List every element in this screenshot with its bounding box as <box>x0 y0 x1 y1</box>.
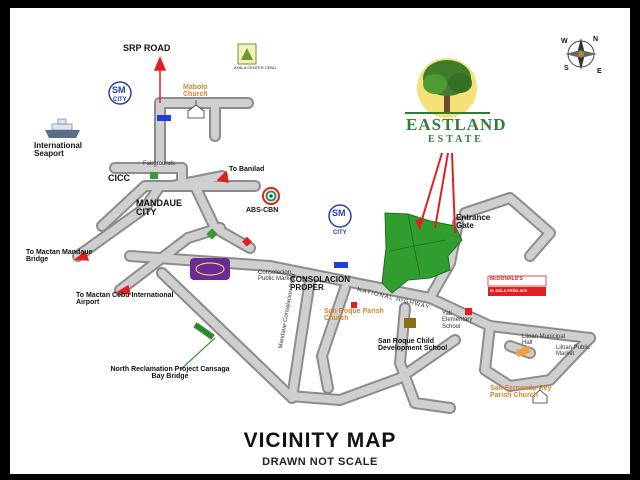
consolacion-proper-label: CONSOLACION PROPER <box>290 275 350 293</box>
road-network <box>72 97 596 414</box>
bridge-arrow <box>74 250 90 261</box>
compass-e-letter: E <box>597 68 602 75</box>
ayala-center-logo <box>237 43 257 65</box>
red-marker-abscbn[interactable] <box>242 236 252 247</box>
mabolo-church-label: Mabolo Church <box>183 84 208 99</box>
fairground-label: Fairgrounds <box>143 161 176 167</box>
sports-complex-logo <box>190 258 230 280</box>
north-reclamation-label: North Reclamation Project Cansaga Bay Br… <box>110 366 230 381</box>
green-marker-reclamation[interactable] <box>193 322 215 340</box>
church-icon <box>532 385 548 404</box>
san-roque-child-label: San Roque Child Development School <box>378 338 448 353</box>
sm-north-logo-top: SM <box>112 85 126 95</box>
vicinity-map: SRP ROAD Mabolo Church International Sea… <box>10 8 630 474</box>
mcdonalds-sign-bottom: M. DELA PEÑA AVE <box>490 288 528 293</box>
liloan-public-market-label: Liloan Public Market <box>556 345 591 358</box>
international-seaport-label: International Seaport <box>34 141 83 159</box>
eastland-brand-tagline: ESTATE <box>428 134 484 145</box>
map-title: VICINITY MAP <box>243 429 397 452</box>
olive-marker-san-roque-child[interactable] <box>404 318 416 328</box>
sm-north-logo-bottom: CITY <box>113 97 127 103</box>
green-marker-mandaue[interactable] <box>206 228 218 240</box>
to-mactan-mandaue-bridge-label: To Mactan Mandaue Bridge <box>26 249 93 264</box>
eastland-brand-name: EASTLAND <box>406 115 507 134</box>
ayala-logo-text: AYALA CENTER CEBU <box>234 65 276 70</box>
blue-marker-sm-consolacion[interactable] <box>334 262 348 268</box>
srp-road-label: SRP ROAD <box>123 43 171 53</box>
compass-w-letter: W <box>561 38 568 45</box>
mcdonalds-sign <box>487 275 547 296</box>
to-banilad-label: To Banilad <box>229 166 265 173</box>
liloan-municipal-hall-label: Liloan Municipal Hall <box>522 334 566 347</box>
abs-cbn-logo <box>262 187 280 205</box>
san-roque-church-label: San Roque Parish Church <box>324 308 384 323</box>
to-mactan-cebu-airport-label: To Mactan Cebu International Airport <box>76 292 174 307</box>
cicc-label: CICC <box>108 173 130 183</box>
eastland-logo <box>405 58 490 118</box>
mcdonalds-sign-top: McDONALD'S <box>490 276 523 282</box>
banilad-arrow <box>216 170 229 183</box>
map-subtitle: DRAWN NOT SCALE <box>262 456 378 468</box>
san-fernando-church-label: San Fernando Rey Parish Church <box>490 385 552 400</box>
mandaue-city-label: MANDAUE CITY <box>136 198 182 218</box>
sm-city-consolacion-logo <box>328 204 352 228</box>
compass-icon <box>565 38 597 70</box>
compass-n-letter: N <box>593 36 599 43</box>
consolacion-public-market-label: Consolacion Public Market <box>258 270 295 283</box>
map-canvas <box>45 38 597 414</box>
sm-consolacion-logo-bottom: CITY <box>333 230 347 236</box>
sm-city-north-logo <box>108 81 132 105</box>
abs-cbn-logo-text: ABS-CBN <box>246 207 279 214</box>
airport-arrow <box>115 284 132 295</box>
compass-s-letter: S <box>564 65 569 72</box>
yati-elementary-label: Yati Elementary School <box>442 311 473 330</box>
blue-marker-sm-north[interactable] <box>157 115 171 121</box>
eastland-estate-lot[interactable] <box>381 212 463 294</box>
orange-marker-liloan[interactable] <box>515 345 531 358</box>
map-markers <box>150 115 531 371</box>
direction-arrows <box>74 56 229 295</box>
red-marker-gate[interactable] <box>465 308 472 315</box>
srp-road-arrow <box>153 56 167 71</box>
green-marker-cicc[interactable] <box>150 172 158 179</box>
red-marker-consolacion[interactable] <box>351 302 357 308</box>
ship-icon <box>45 118 80 138</box>
estate-pointer-arrows <box>419 152 456 234</box>
sm-consolacion-logo-top: SM <box>332 208 346 218</box>
entrance-gate-label: Entrance Gate <box>456 213 491 231</box>
church-icon <box>187 100 205 119</box>
